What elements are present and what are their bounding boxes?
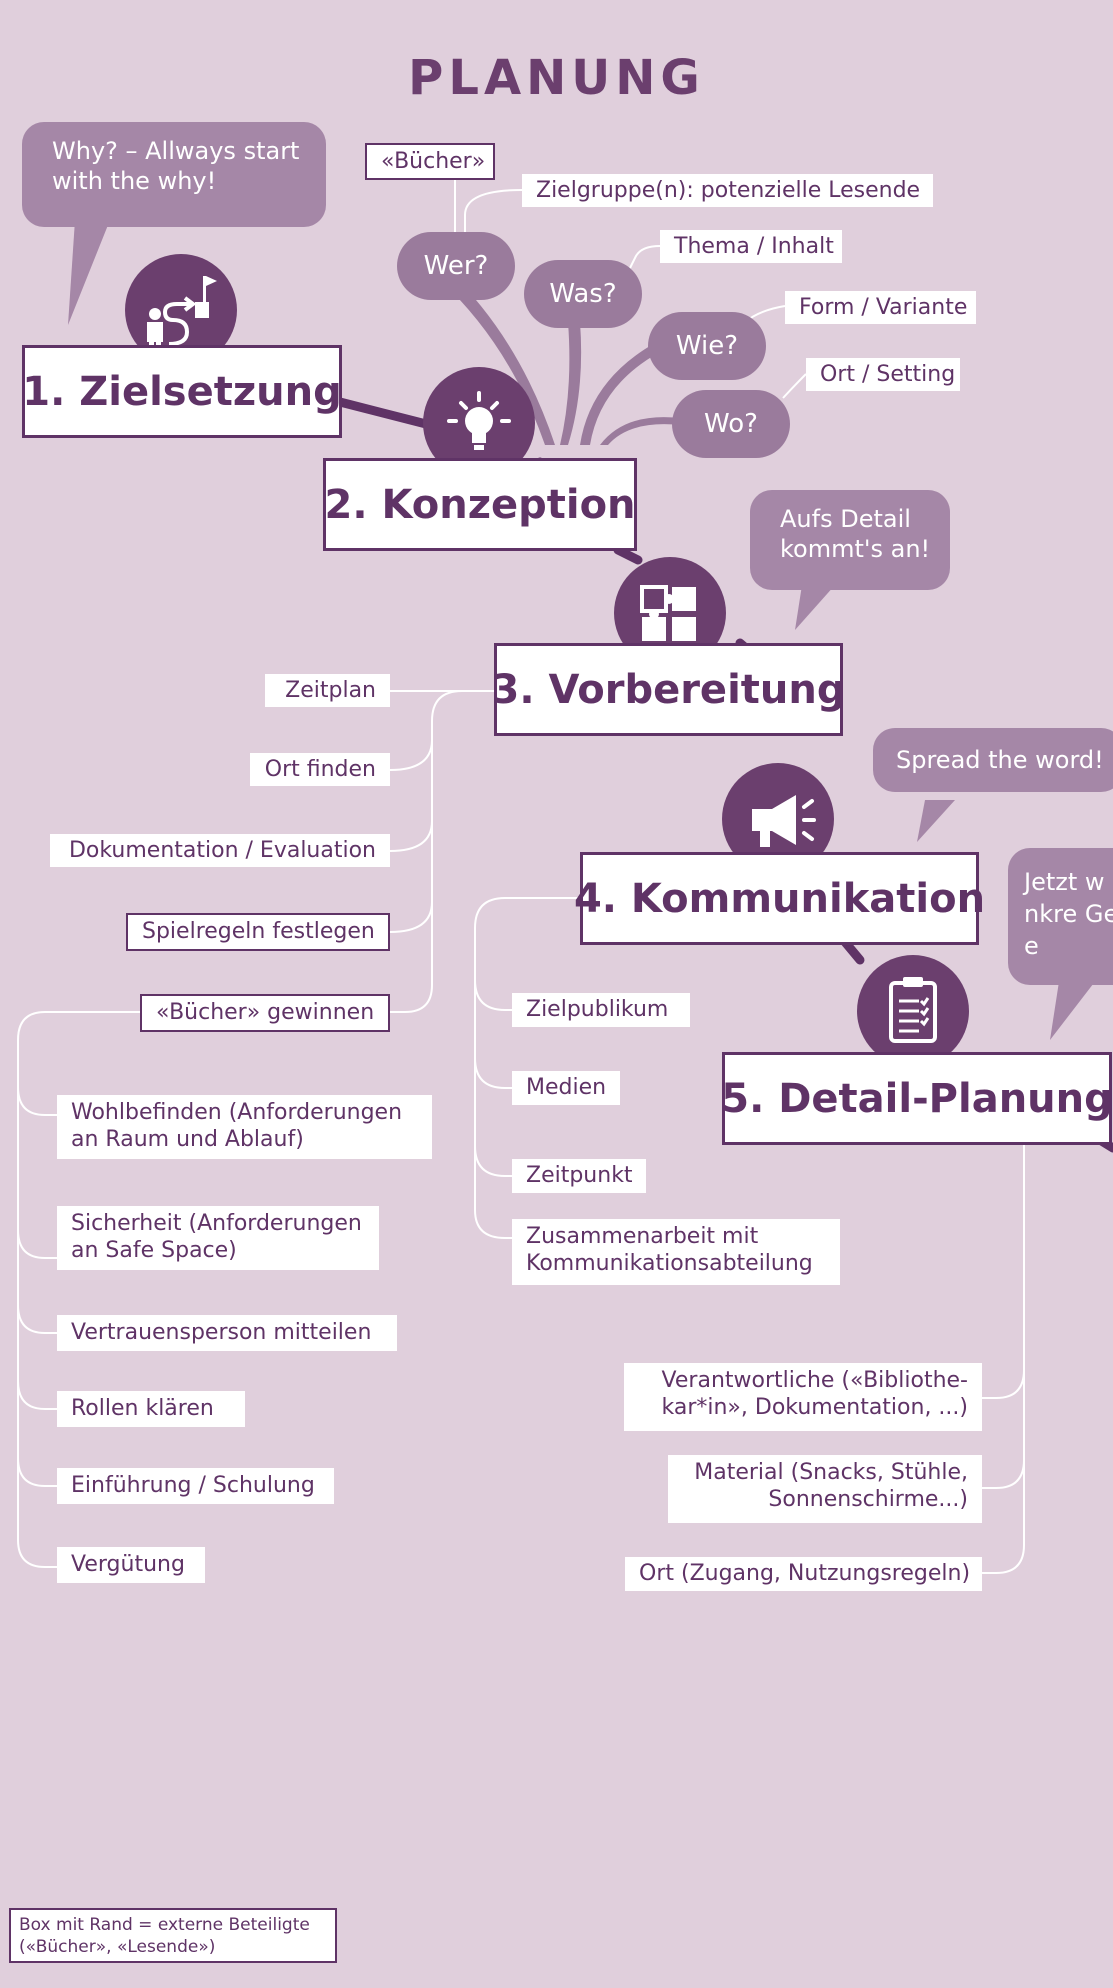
tag-wohlbefinden: Wohlbefinden (Anforderungen an Raum und … <box>57 1095 432 1159</box>
legend-box: Box mit Rand = externe Beteiligte («Büch… <box>9 1908 337 1963</box>
tag-buecher: «Bücher» <box>365 143 495 180</box>
bubble-jetzt: Jetzt w konkre Get re <box>1008 848 1113 985</box>
tag-einfuehrung: Einführung / Schulung <box>57 1468 334 1504</box>
tag-sicherheit: Sicherheit (Anforderungen an Safe Space) <box>57 1206 379 1270</box>
bubble-detail: Aufs Detail kommt's an! <box>750 490 950 590</box>
question-wer: Wer? <box>397 232 515 300</box>
question-was: Was? <box>524 260 642 328</box>
tag-buecher-gewinnen: «Bücher» gewinnen <box>140 994 390 1032</box>
page-title: PLANUNG <box>408 50 705 106</box>
tag-medien: Medien <box>512 1071 620 1105</box>
phase-kommunikation: 4. Kommunikation <box>574 852 985 945</box>
question-wo: Wo? <box>672 390 790 458</box>
tag-material: Material (Snacks, Stühle, Sonnenschirme.… <box>668 1455 982 1523</box>
tag-thema: Thema / Inhalt <box>660 230 842 263</box>
tag-zielpublikum: Zielpublikum <box>512 993 690 1027</box>
tag-zielgruppe: Zielgruppe(n): potenzielle Lesende <box>522 174 933 207</box>
tag-ort-setting: Ort / Setting <box>806 358 960 391</box>
tag-zeitpunkt: Zeitpunkt <box>512 1159 646 1193</box>
tag-zeitplan: Zeitplan <box>265 674 390 707</box>
tag-ort-finden: Ort finden <box>250 753 390 786</box>
phase-detail-planung: 5. Detail-Planung <box>721 1052 1113 1145</box>
phase-zielsetzung: 1. Zielsetzung <box>22 345 342 438</box>
tag-verguetung: Vergütung <box>57 1547 205 1583</box>
tag-verantwortliche: Verantwortliche («Bibliothe- kar*in», Do… <box>624 1363 982 1431</box>
tag-spielregeln: Spielregeln festlegen <box>126 913 390 951</box>
clipboard-checklist-icon <box>857 955 969 1067</box>
tag-rollen: Rollen klären <box>57 1391 245 1427</box>
tag-ort-zugang: Ort (Zugang, Nutzungsregeln) <box>625 1557 982 1591</box>
question-wie: Wie? <box>648 312 766 380</box>
tag-form: Form / Variante <box>785 291 976 324</box>
phase-konzeption: 2. Konzeption <box>323 458 637 551</box>
tag-vertrauensperson: Vertrauensperson mitteilen <box>57 1315 397 1351</box>
tag-zusammenarbeit: Zusammenarbeit mit Kommunikationsabteilu… <box>512 1219 840 1285</box>
tag-dokumentation: Dokumentation / Evaluation <box>50 834 390 867</box>
bubble-why: Why? – Allways start with the why! <box>22 122 326 227</box>
bubble-spread: Spread the word! <box>873 728 1113 792</box>
phase-vorbereitung: 3. Vorbereitung <box>492 643 845 736</box>
